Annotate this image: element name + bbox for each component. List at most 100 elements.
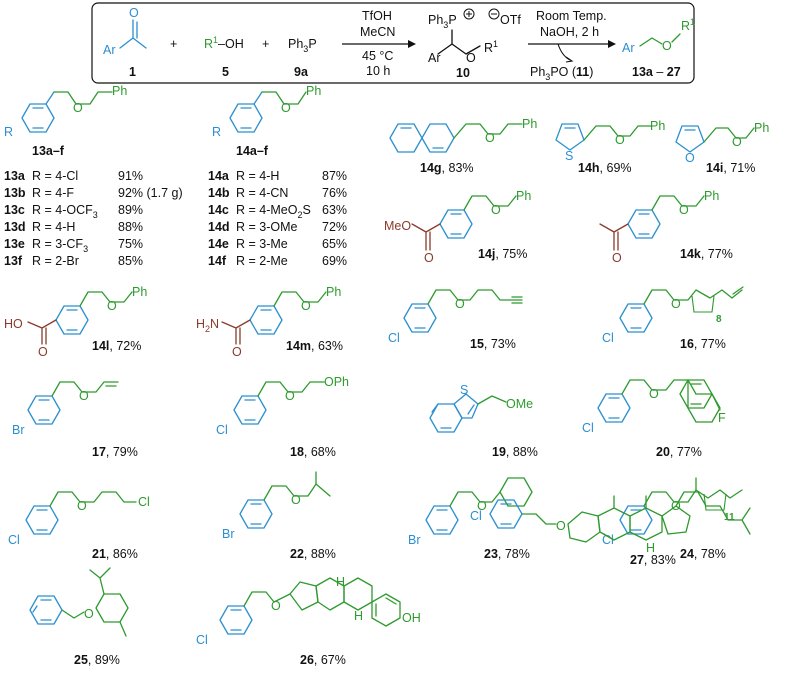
- svg-text:OTf: OTf: [500, 13, 521, 27]
- svg-text:O: O: [281, 101, 291, 115]
- svg-text:Br: Br: [12, 423, 25, 437]
- svg-text:Cl: Cl: [216, 423, 228, 437]
- series13-row-substituent: R = 4-H: [32, 220, 75, 234]
- series13-row-yield: 89%: [118, 203, 143, 217]
- compound-18: Cl O OPh 18, 68%: [216, 375, 349, 459]
- svg-text:NaOH, 2 h: NaOH, 2 h: [540, 25, 599, 39]
- series14-row-substituent: R = 3-OMe: [236, 220, 298, 234]
- svg-text:14i, 71%: 14i, 71%: [706, 161, 755, 175]
- svg-text:27, 83%: 27, 83%: [630, 553, 676, 567]
- svg-text:14l, 72%: 14l, 72%: [92, 339, 141, 353]
- svg-text:R1–OH: R1–OH: [204, 35, 244, 51]
- atom-ar: Ar: [103, 43, 116, 57]
- compound-5-label: 5: [222, 65, 229, 79]
- svg-text:11: 11: [724, 512, 735, 523]
- svg-text:Ph: Ph: [704, 189, 719, 203]
- series13-row-id: 13b: [4, 186, 26, 200]
- compound-14i: O O Ph 14i, 71%: [675, 121, 769, 175]
- series14-row-yield: 76%: [322, 186, 347, 200]
- compound-25: O 25, 89%: [29, 567, 129, 667]
- svg-text:Ph: Ph: [516, 189, 531, 203]
- series13-row-yield: 91%: [118, 169, 143, 183]
- svg-text:O: O: [466, 51, 476, 65]
- series14-row-substituent: R = 3-Me: [236, 237, 288, 251]
- series14-row-id: 14c: [208, 203, 229, 217]
- compound-19: S OMe 19, 88%: [429, 383, 538, 459]
- series-13-structure: R O Ph 13a–f: [4, 84, 127, 158]
- svg-text:H: H: [354, 609, 363, 623]
- svg-text:14h, 69%: 14h, 69%: [578, 161, 632, 175]
- compound-21: Cl O Cl 21, 86%: [8, 491, 150, 561]
- compound-14l: O Ph HO O 14l, 72%: [4, 285, 147, 359]
- series13-row-id: 13a: [4, 169, 26, 183]
- svg-text:Cl: Cl: [582, 421, 594, 435]
- plus-sign: +: [262, 37, 269, 51]
- series14-row-yield: 72%: [322, 220, 347, 234]
- svg-text:O: O: [679, 203, 689, 217]
- svg-text:O: O: [556, 519, 566, 533]
- series13-row-id: 13e: [4, 237, 25, 251]
- series14-row-id: 14f: [208, 254, 227, 268]
- svg-text:MeO: MeO: [384, 219, 411, 233]
- series13-row-yield: 88%: [118, 220, 143, 234]
- svg-text:R: R: [4, 125, 13, 139]
- svg-text:Ph: Ph: [306, 84, 321, 98]
- svg-text:O: O: [491, 203, 501, 217]
- svg-text:O: O: [477, 499, 487, 513]
- svg-text:R1: R1: [681, 17, 695, 33]
- compound-23: Br O 23, 78%: [408, 477, 533, 561]
- r1: R: [204, 37, 213, 51]
- svg-text:17, 79%: 17, 79%: [92, 445, 138, 459]
- product-13a-27: Ar O R1 13a – 27: [622, 17, 695, 79]
- svg-text:Ph3P: Ph3P: [428, 13, 457, 30]
- svg-text:8: 8: [716, 314, 722, 325]
- svg-text:14m, 63%: 14m, 63%: [286, 339, 343, 353]
- svg-text:O: O: [455, 297, 465, 311]
- svg-text:O: O: [732, 135, 742, 149]
- svg-text:14j, 75%: 14j, 75%: [478, 247, 527, 261]
- svg-text:Ar: Ar: [428, 51, 441, 65]
- series14-row-substituent: R = 2-Me: [236, 254, 288, 268]
- svg-text:Ph3P: Ph3P: [288, 37, 317, 54]
- series13-row-id: 13f: [4, 254, 23, 268]
- compound-10-label: 10: [456, 66, 470, 80]
- series14-row-id: 14a: [208, 169, 230, 183]
- compound-9a-label: 9a: [294, 65, 309, 79]
- svg-text:O: O: [38, 345, 48, 359]
- svg-text:Cl: Cl: [470, 509, 482, 523]
- series14-row-id: 14b: [208, 186, 230, 200]
- svg-text:OMe: OMe: [506, 397, 533, 411]
- svg-text:22, 88%: 22, 88%: [290, 547, 336, 561]
- svg-text:O: O: [662, 39, 672, 53]
- series13-row-substituent: R = 2-Br: [32, 254, 79, 268]
- svg-text:16, 77%: 16, 77%: [680, 337, 726, 351]
- svg-text:Cl: Cl: [138, 495, 150, 509]
- svg-text:Ph: Ph: [754, 121, 769, 135]
- svg-text:Ar: Ar: [622, 41, 635, 55]
- series14-row-substituent: R = 4-CN: [236, 186, 288, 200]
- series13-row-yield: 85%: [118, 254, 143, 268]
- series13-row-yield: 92% (1.7 g): [118, 186, 183, 200]
- compound-1-label: 1: [129, 65, 136, 79]
- svg-text:R1: R1: [484, 39, 498, 55]
- series14-row-id: 14e: [208, 237, 229, 251]
- svg-text:14a–f: 14a–f: [236, 144, 269, 158]
- compound-15: Cl O 15, 73%: [388, 289, 523, 351]
- svg-text:O: O: [285, 389, 295, 403]
- svg-text:Cl: Cl: [8, 533, 20, 547]
- svg-text:O: O: [232, 345, 242, 359]
- svg-text:Cl: Cl: [196, 633, 208, 647]
- compound-14m: O Ph H2N O 14m, 63%: [196, 285, 343, 359]
- series14-row-substituent: R = 4-H: [236, 169, 279, 183]
- svg-text:O: O: [84, 607, 94, 621]
- intermediate-10: Ph3P OTf Ar O R1 10: [428, 8, 521, 80]
- compound-20: Cl O F 20, 77%: [582, 379, 726, 459]
- phosphine-9a: Ph3P 9a: [288, 37, 317, 79]
- series13-row-substituent: R = 4-Cl: [32, 169, 78, 183]
- aldehyde-1: O Ar 1: [103, 6, 147, 79]
- svg-text:19, 88%: 19, 88%: [492, 445, 538, 459]
- series13-row-substituent: R = 4-OCF3: [32, 203, 98, 220]
- series14-row-substituent: R = 4-MeO2S: [236, 203, 311, 220]
